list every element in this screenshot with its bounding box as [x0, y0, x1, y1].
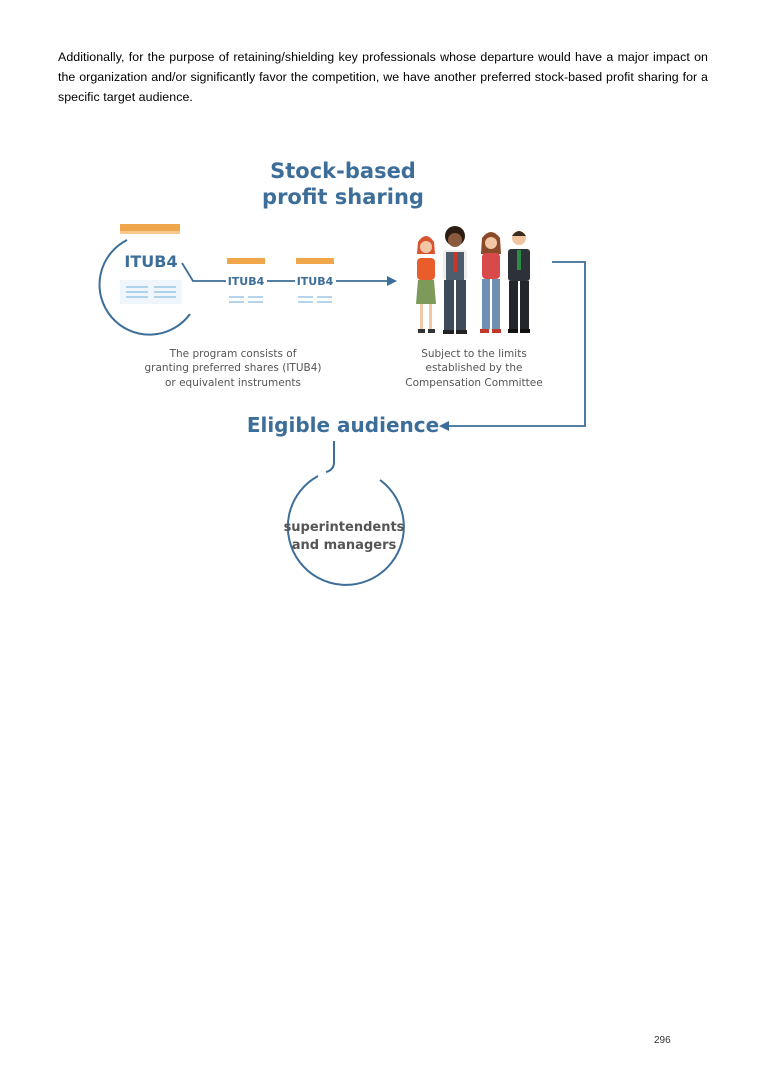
- figure-title-line-2: profit sharing: [262, 185, 424, 209]
- audience-circle: [286, 475, 405, 586]
- arrow-left-icon: [439, 261, 586, 431]
- ticker-main-label: ITUB4: [124, 252, 177, 271]
- caption-right-line-1: Subject to the limits: [421, 348, 527, 360]
- figure-title-line-1: Stock-based: [270, 159, 416, 183]
- ticker-connector: [181, 262, 226, 282]
- ticker-small-label-1: ITUB4: [228, 275, 265, 288]
- person-3: [480, 232, 501, 333]
- stock-certificate-icon: ITUB4: [120, 224, 182, 304]
- audience-circle-line-1: superintendents: [284, 520, 405, 535]
- people-group-illustration: [416, 226, 530, 334]
- eligible-audience-title: Eligible audience: [247, 413, 439, 437]
- page-number: 296: [654, 1035, 671, 1046]
- stock-certificate-small-1: ITUB4: [227, 258, 265, 303]
- ticker-small-label-2: ITUB4: [297, 275, 334, 288]
- intro-paragraph: Additionally, for the purpose of retaini…: [58, 50, 708, 104]
- ticker-arc: [98, 239, 191, 336]
- caption-left-line-3: or equivalent instruments: [165, 377, 301, 389]
- caption-right-line-2: established by the: [425, 362, 522, 374]
- caption-right-line-3: Compensation Committee: [405, 377, 542, 389]
- caption-left-line-2: granting preferred shares (ITUB4): [145, 362, 322, 374]
- caption-left-line-1: The program consists of: [169, 348, 297, 360]
- audience-circle-line-2: and managers: [292, 538, 397, 553]
- arrow-right-icon: [336, 276, 397, 286]
- person-2: [443, 226, 467, 334]
- stock-certificate-small-2: ITUB4: [296, 258, 334, 303]
- audience-connector: [325, 441, 335, 473]
- person-4: [508, 231, 530, 333]
- person-1: [416, 236, 436, 333]
